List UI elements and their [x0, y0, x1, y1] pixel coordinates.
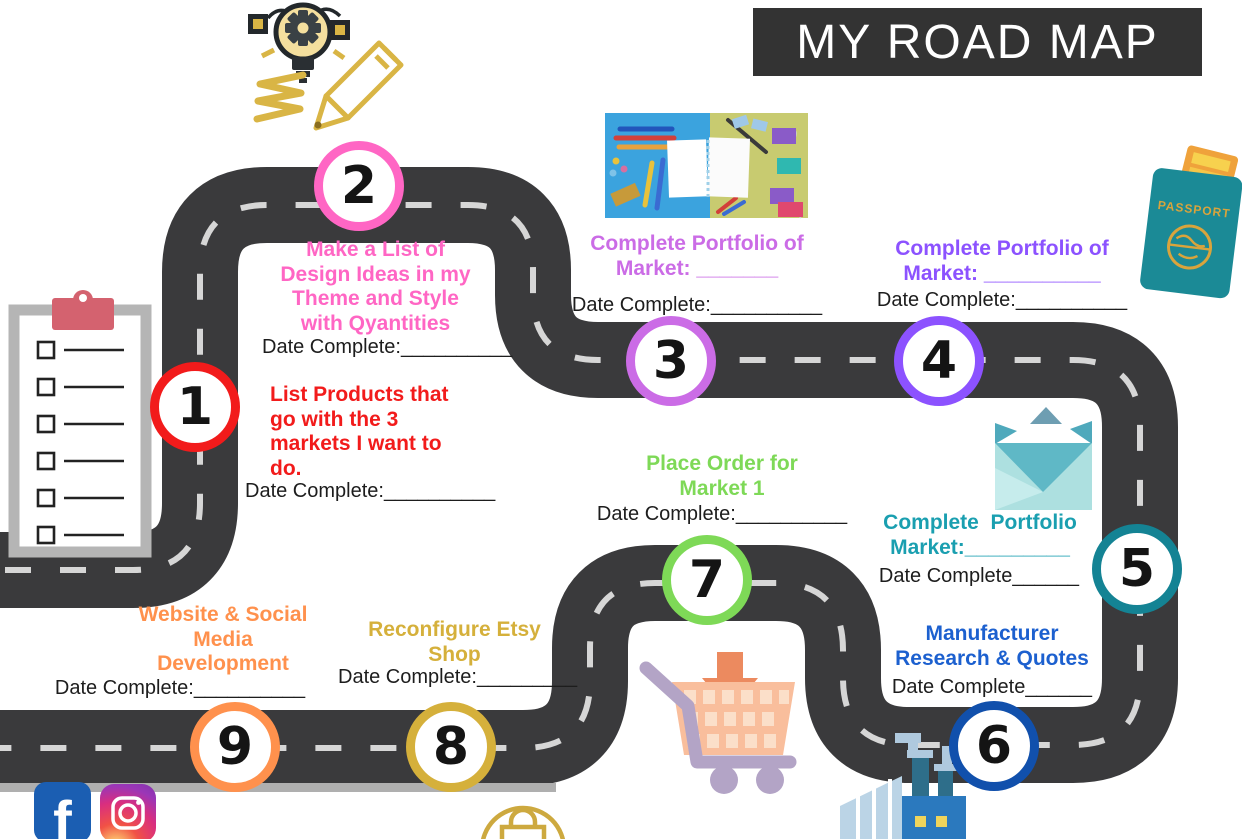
- idea-pencil-icon: [248, 2, 404, 131]
- milestone-2-date: Date Complete:__________: [262, 336, 513, 358]
- milestone-4-date: Date Complete:__________: [876, 289, 1128, 311]
- clipboard-checklist-icon: [8, 290, 152, 558]
- facebook-f-glyph: f: [53, 789, 72, 839]
- facebook-icon[interactable]: f: [34, 782, 91, 839]
- instagram-icon[interactable]: [100, 784, 156, 839]
- milestone-6-date: Date Complete______: [891, 676, 1093, 698]
- page-title: MY ROAD MAP: [796, 15, 1159, 69]
- milestone-1-circle: 1: [150, 362, 240, 452]
- milestone-6-circle: 6: [949, 701, 1039, 791]
- factory-icon: [840, 733, 966, 839]
- road-edge-strip: [0, 783, 556, 792]
- milestone-1-date: Date Complete:__________: [245, 480, 496, 502]
- instagram-camera-glyph: [111, 796, 145, 830]
- milestone-8-circle: 8: [406, 702, 496, 792]
- milestone-5-date: Date Complete______: [878, 565, 1080, 587]
- milestone-8-date: Date Complete:_________: [338, 666, 578, 688]
- milestone-5-number: 5: [1118, 539, 1156, 599]
- milestone-9-date: Date Complete:__________: [54, 677, 306, 699]
- shopping-bag-icon: [480, 805, 566, 839]
- milestone-9-circle: 9: [190, 702, 280, 792]
- milestone-3-date: Date Complete:__________: [571, 294, 823, 316]
- milestone-1-number: 1: [176, 377, 214, 437]
- milestone-8-number: 8: [432, 717, 470, 777]
- milestone-3-number: 3: [652, 331, 690, 391]
- passport-icon: PASSPORT: [1140, 145, 1242, 299]
- milestone-4-circle: 4: [894, 316, 984, 406]
- title-banner: MY ROAD MAP: [753, 8, 1202, 76]
- milestone-3-circle: 3: [626, 316, 716, 406]
- milestone-4-number: 4: [920, 331, 958, 391]
- milestone-7-number: 7: [688, 550, 726, 610]
- art-supplies-photo: [605, 113, 808, 219]
- shopping-cart-icon: [639, 652, 797, 794]
- milestone-7-circle: 7: [662, 535, 752, 625]
- milestone-5-circle: 5: [1092, 524, 1182, 614]
- milestone-9-number: 9: [216, 717, 254, 777]
- envelope-icon: [995, 407, 1092, 510]
- milestone-2-circle: 2: [314, 141, 404, 231]
- milestone-6-number: 6: [975, 716, 1013, 776]
- milestone-7-date: Date Complete:__________: [596, 503, 848, 525]
- milestone-2-number: 2: [340, 156, 378, 216]
